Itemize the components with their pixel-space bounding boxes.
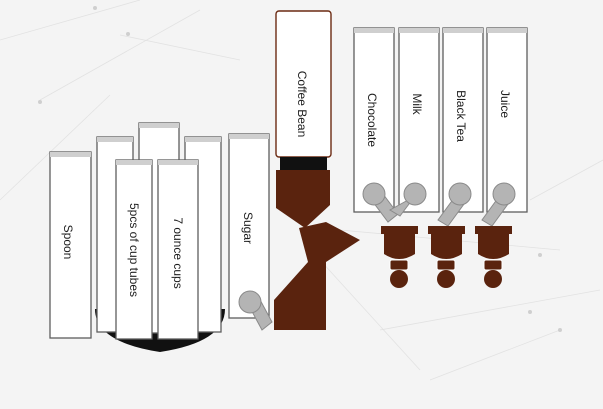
black-tea-canister: Black Tea [442, 27, 484, 213]
chocolate-valve [362, 182, 399, 223]
chocolate-label: Chocolate [365, 93, 379, 147]
cups-canister: 7 ounce cups [157, 159, 199, 340]
mixing-bowl-3 [475, 226, 512, 288]
sugar-label: Sugar [241, 212, 255, 244]
sugar-valve [238, 290, 273, 331]
coffee-grinder [274, 157, 360, 330]
cup-tubes-label: 5pcs of cup tubes [127, 203, 141, 297]
spoon-canister: Spoon [49, 151, 92, 339]
sugar-canister: Sugar [228, 133, 270, 319]
black-tea-valve [437, 182, 472, 227]
chocolate-canister: Chocolate [353, 27, 395, 213]
juice-canister: Juice [486, 27, 528, 213]
juice-valve [481, 182, 516, 227]
cup-tube-canister: 5pcs of cup tubes [115, 159, 153, 340]
milk-valve [389, 182, 427, 217]
milk-canister: Milk [398, 27, 440, 213]
mixing-bowl-1 [381, 226, 418, 288]
juice-label: Juice [498, 90, 512, 118]
background-dots [38, 6, 562, 332]
cups-label: 7 ounce cups [171, 217, 185, 288]
black-tea-label: Black Tea [454, 90, 468, 142]
spoon-label: Spoon [61, 225, 75, 260]
coffee-bean-hopper: Coffee Bean [275, 10, 332, 158]
milk-label: Milk [410, 93, 424, 115]
coffee-bean-label: Coffee Bean [295, 71, 309, 138]
mixing-bowl-2 [428, 226, 465, 288]
